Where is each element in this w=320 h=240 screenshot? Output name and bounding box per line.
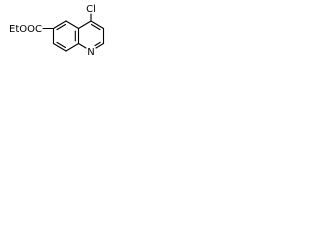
bond-c2-n1 — [95, 42, 105, 49]
double-bond-c7-c8 — [56, 41, 67, 49]
chemical-structure-diagram: EtOOC Cl N — [9, 4, 105, 58]
ester-group-label: EtOOC — [9, 24, 42, 35]
double-bond-c3-c4 — [90, 23, 101, 31]
double-bond-c5-c6 — [56, 23, 67, 31]
bond-c4a-c5 — [65, 20, 80, 30]
double-bond-c2-n1 — [94, 41, 101, 47]
chlorine-atom-label: Cl — [86, 4, 96, 15]
bond-c5-c6 — [52, 20, 67, 30]
nitrogen-atom-label: N — [87, 47, 94, 58]
bond-c4-c3 — [90, 20, 105, 30]
bond-c8-c8a — [65, 42, 80, 52]
bond-n1-c8a — [77, 42, 87, 49]
bond-c7-c8 — [52, 42, 67, 52]
bond-c4a-c4 — [77, 20, 92, 30]
